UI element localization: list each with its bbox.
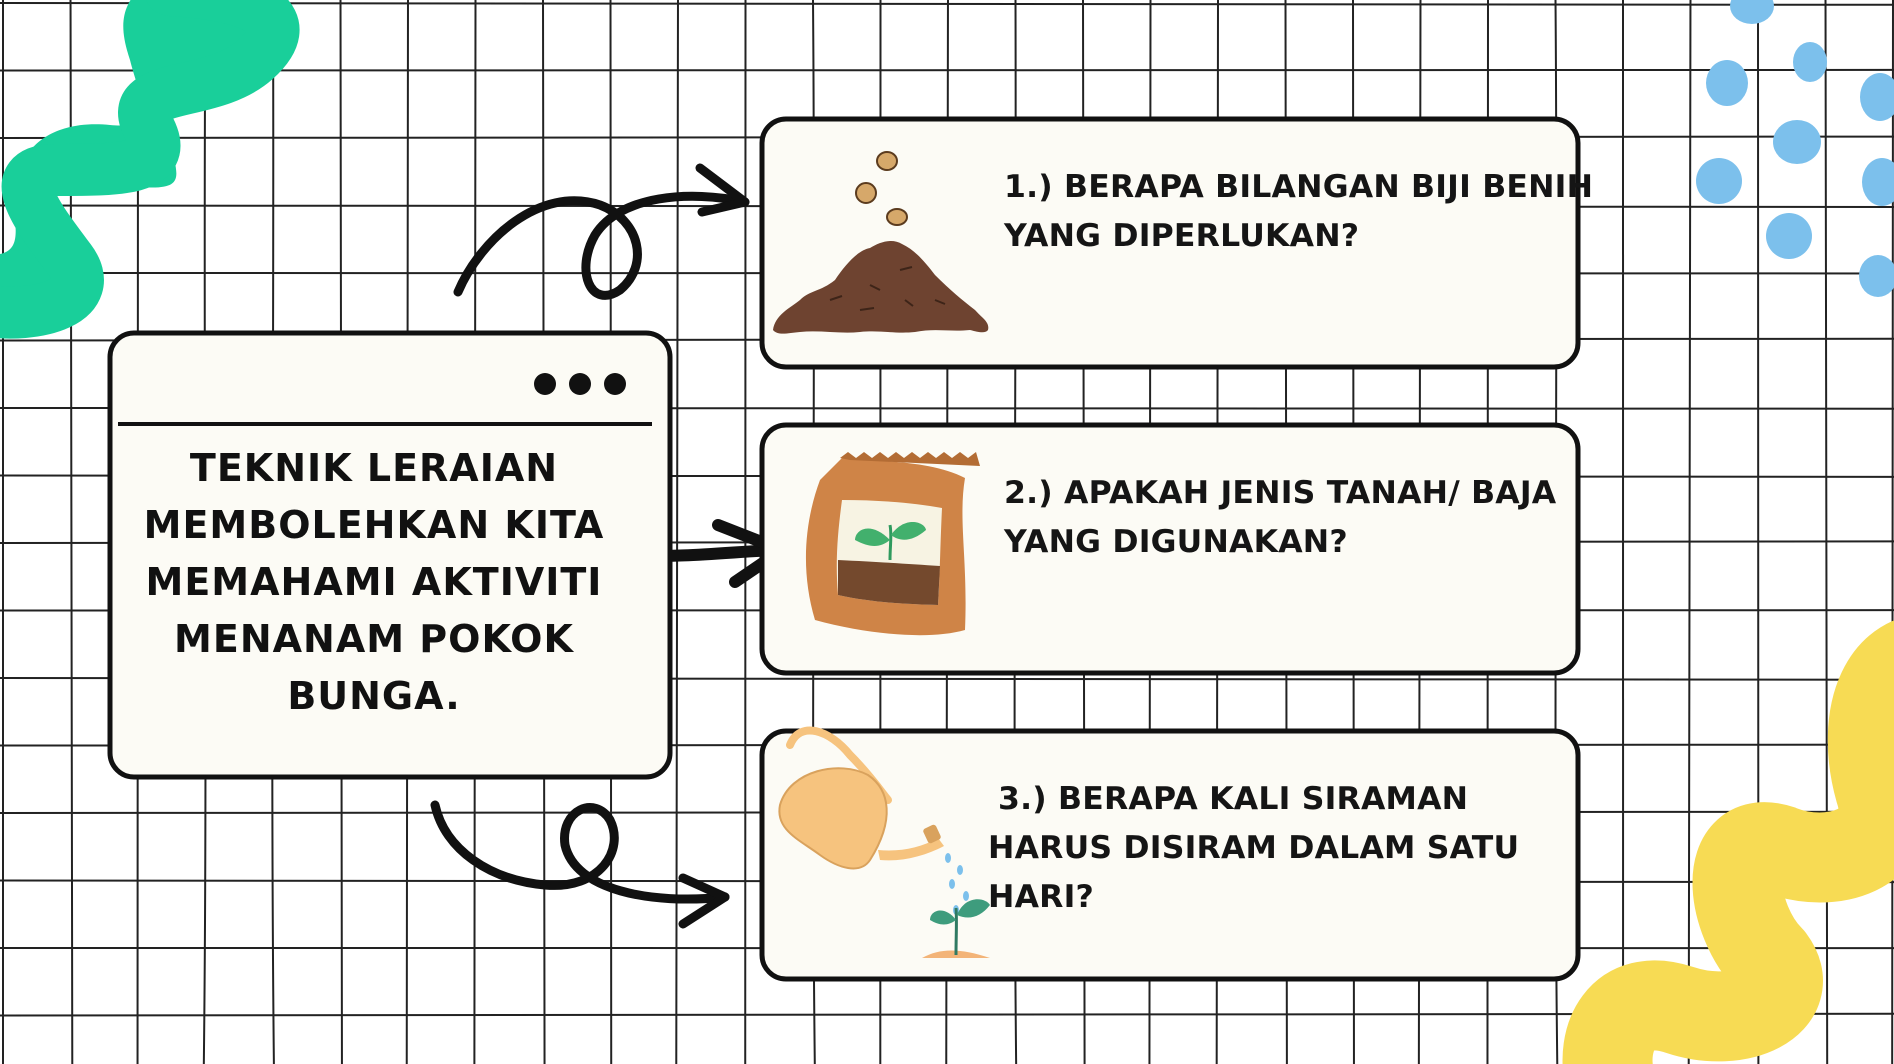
grid-line-vertical [675, 0, 679, 1064]
fertilizer-bag-icon [805, 452, 980, 636]
window-dot [569, 373, 591, 395]
soil-seeds-icon [773, 151, 989, 334]
green-squiggle-stroke [0, 0, 300, 339]
grid-line-vertical [1824, 0, 1829, 1064]
main-card [107, 330, 673, 780]
blue-dots-decoration [1696, 0, 1894, 297]
watering-can-icon [778, 726, 990, 958]
grid-line-vertical [2, 0, 6, 1064]
grid-line-vertical [1687, 0, 1692, 1064]
window-dot [534, 373, 556, 395]
arrow-to-question-1 [453, 163, 750, 300]
question-card-2 [759, 422, 1581, 676]
grid-line-vertical [1891, 0, 1894, 1064]
yellow-squiggle-decoration [1562, 623, 1894, 1064]
window-dot [604, 373, 626, 395]
grid-line-horizontal [0, 68, 1894, 72]
arrow-to-question-3 [430, 800, 730, 929]
